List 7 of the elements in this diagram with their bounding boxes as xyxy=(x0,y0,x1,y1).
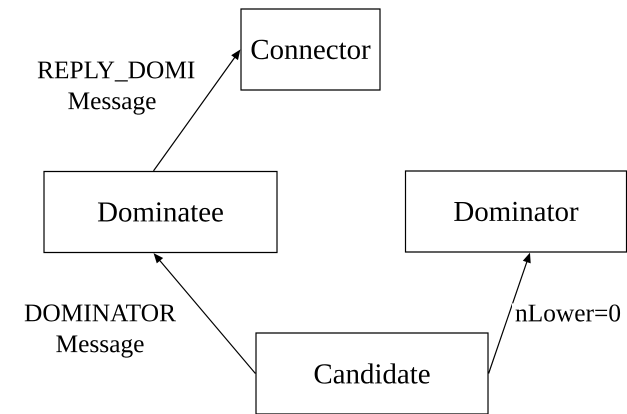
process-box: Connector xyxy=(240,8,381,91)
process-box: Dominatee xyxy=(43,170,278,254)
process-box: Dominator xyxy=(404,170,627,253)
edge-label: nLower=0 xyxy=(512,303,624,323)
edge-label: REPLY_DOMI Message xyxy=(36,60,194,116)
process-box: Candidate xyxy=(255,332,489,414)
edge-label: DOMINATOR Message xyxy=(14,303,186,359)
